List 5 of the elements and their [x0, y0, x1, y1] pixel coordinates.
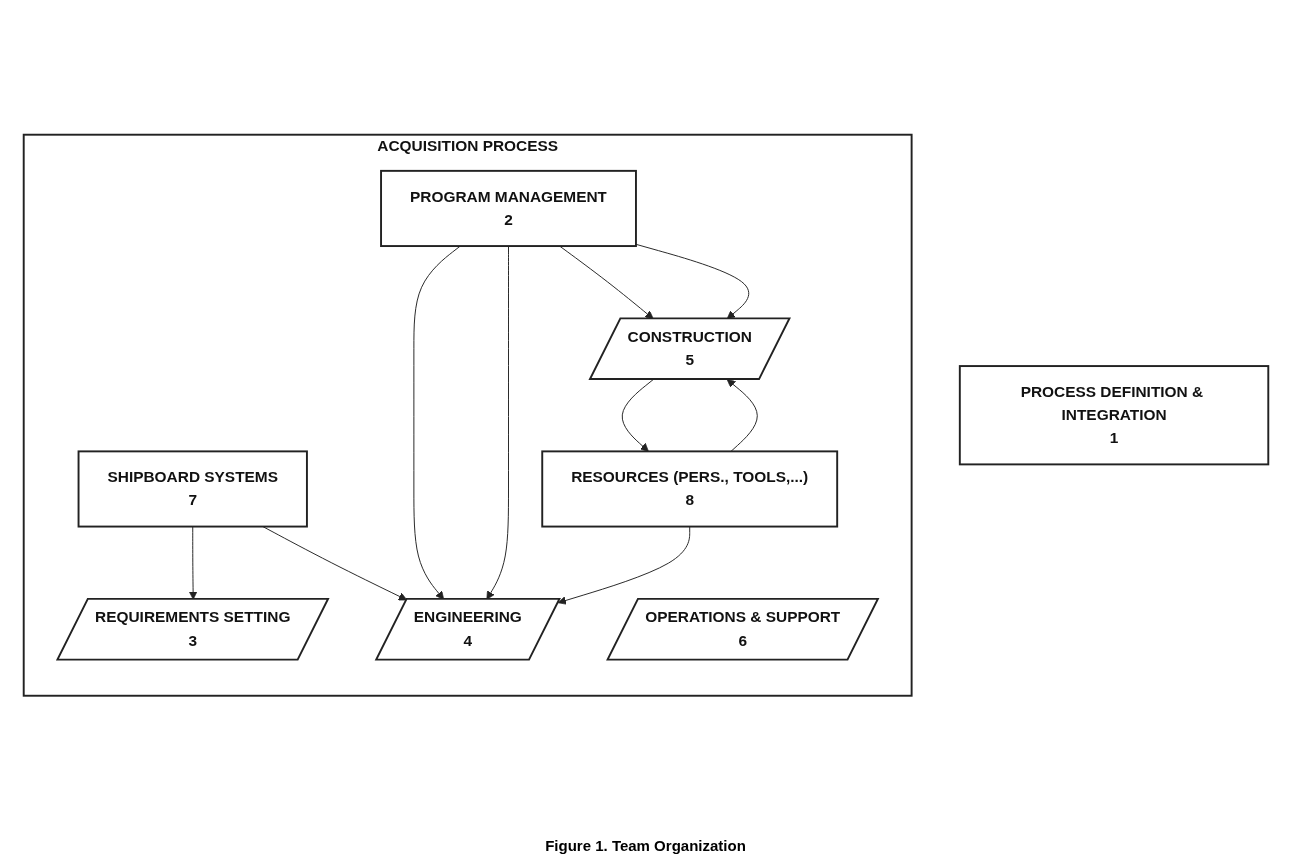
figure-caption: Figure 1. Team Organization	[545, 837, 746, 854]
node-box: PROGRAM MANAGEMENT 2	[379, 170, 637, 248]
node-box: PROCESS DEFINITION & INTEGRATION 1	[958, 365, 1269, 466]
node-box: SHIPBOARD SYSTEMS 7	[77, 450, 308, 528]
node-box: RESOURCES (PERS., TOOLS,...) 8	[540, 450, 838, 528]
